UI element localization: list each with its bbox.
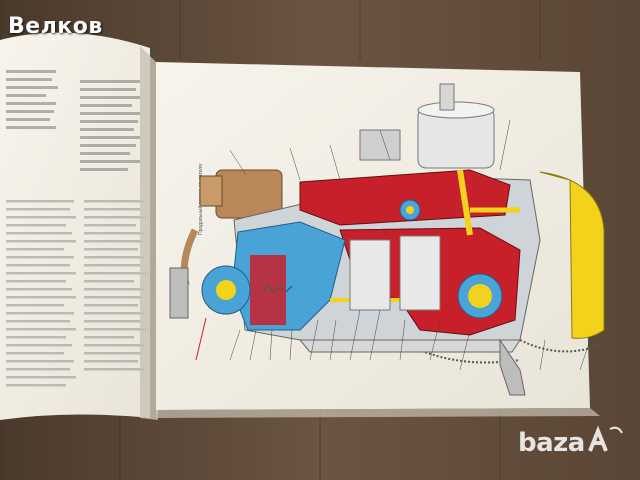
bazar-logo-icon: baza bbox=[518, 425, 623, 458]
svg-text:baza: baza bbox=[518, 428, 585, 458]
engine-cross-section-illustration: Продольный разрез двигателя bbox=[169, 83, 605, 396]
bazar-logo-watermark: baza bbox=[518, 425, 628, 466]
seller-watermark: Велков bbox=[8, 14, 103, 39]
